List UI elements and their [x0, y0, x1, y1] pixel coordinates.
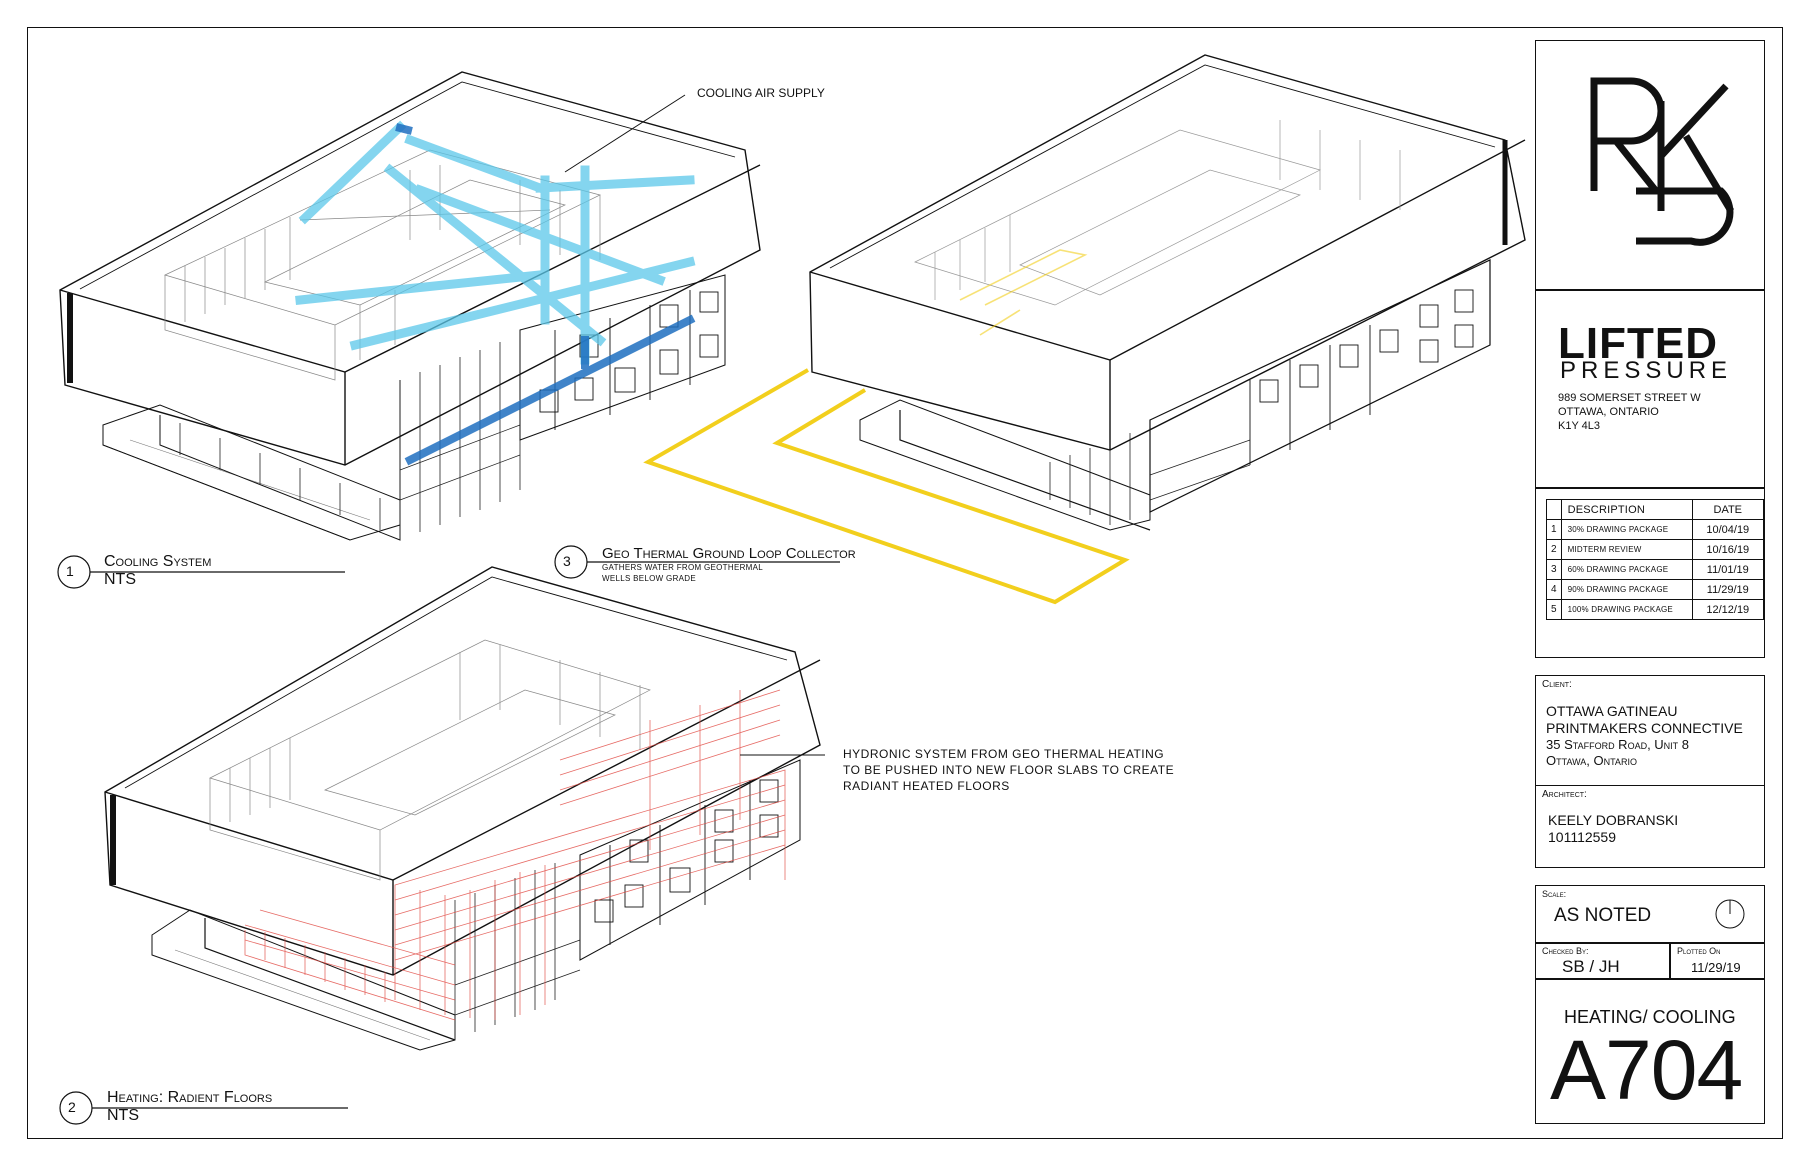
- table-row: 3 60% DRAWING PACKAGE 11/01/19: [1546, 559, 1765, 580]
- plotted-panel: Plotted On 11/29/19: [1670, 943, 1765, 979]
- firm-subname: PRESSURE: [1560, 357, 1733, 384]
- table-row: 4 90% DRAWING PACKAGE 11/29/19: [1546, 579, 1765, 600]
- client-panel: Client: OTTAWA GATINEAU PRINTMAKERS CONN…: [1535, 675, 1765, 787]
- firm-panel: LIFTED PRESSURE 989 SOMERSET STREET W OT…: [1535, 290, 1765, 488]
- view-2-bubble: [59, 1091, 93, 1125]
- table-row: 5 100% DRAWING PACKAGE 12/12/19: [1546, 599, 1765, 620]
- architect-id: 101112559: [1548, 829, 1616, 845]
- view-1-number: 1: [66, 563, 74, 579]
- view-3-number: 3: [563, 553, 571, 569]
- drawing-sheet-border: [27, 27, 1783, 1139]
- view-3-subtitle-line2: WELLS BELOW GRADE: [602, 574, 697, 583]
- client-label: Client:: [1542, 679, 1572, 690]
- hydronic-note-line1: HYDRONIC SYSTEM FROM GEO THERMAL HEATING: [843, 747, 1165, 761]
- client-line2: PRINTMAKERS CONNECTIVE: [1546, 720, 1743, 736]
- building-geothermal: [643, 54, 1526, 605]
- architect-name: KEELY DOBRANSKI: [1548, 812, 1679, 828]
- hydronic-note-line2: TO BE PUSHED INTO NEW FLOOR SLABS TO CRE…: [843, 763, 1175, 777]
- scale-label: Scale:: [1542, 889, 1567, 899]
- rk-monogram-logo: [1590, 77, 1735, 246]
- client-line4: Ottawa, Ontario: [1546, 753, 1637, 768]
- isometric-drawings: [57, 54, 1526, 1125]
- building-heating-radiant-floors: [104, 566, 825, 1051]
- revision-table: DESCRIPTION DATE 1 30% DRAWING PACKAGE 1…: [1546, 499, 1765, 620]
- cooling-air-supply-note: COOLING AIR SUPPLY: [697, 86, 825, 100]
- revision-header-date: DATE: [1691, 499, 1765, 520]
- checked-value: SB / JH: [1562, 957, 1620, 976]
- table-row: 2 MIDTERM REVIEW 10/16/19: [1546, 539, 1765, 560]
- revision-panel: DESCRIPTION DATE 1 30% DRAWING PACKAGE 1…: [1535, 488, 1765, 658]
- view-2-number: 2: [68, 1099, 76, 1115]
- client-line3: 35 Stafford Road, Unit 8: [1546, 737, 1690, 752]
- view-3-title: Geo Thermal Ground Loop Collector: [602, 545, 856, 562]
- architect-panel: Architect: KEELY DOBRANSKI 101112559: [1535, 785, 1765, 868]
- view-1-title: Cooling System: [104, 553, 212, 570]
- view-2-title: Heating: Radient Floors: [107, 1089, 273, 1106]
- revision-header-description: DESCRIPTION: [1560, 499, 1693, 520]
- firm-name: LIFTED: [1558, 319, 1718, 368]
- view-3-bubble: [554, 545, 588, 579]
- sheet-title-panel: HEATING/ COOLING A704: [1535, 979, 1765, 1124]
- firm-address-line2: OTTAWA, ONTARIO: [1558, 406, 1659, 418]
- hydronic-note-line3: RADIANT HEATED FLOORS: [843, 779, 1010, 793]
- view-1-scale: NTS: [104, 571, 136, 588]
- client-line1: OTTAWA GATINEAU: [1546, 703, 1678, 719]
- architect-label: Architect:: [1542, 789, 1587, 800]
- building-cooling-system: [59, 71, 761, 541]
- plotted-label: Plotted On: [1677, 946, 1721, 956]
- view-1-bubble: [57, 555, 91, 589]
- table-row: 1 30% DRAWING PACKAGE 10/04/19: [1546, 519, 1765, 540]
- scale-panel: Scale: AS NOTED: [1535, 885, 1765, 943]
- north-arrow-icon: [1715, 899, 1745, 929]
- sheet-title: HEATING/ COOLING: [1564, 1007, 1736, 1027]
- logo-panel: [1535, 40, 1765, 290]
- checked-label: Checked By:: [1542, 946, 1589, 956]
- plotted-value: 11/29/19: [1691, 960, 1741, 975]
- sheet-number: A704: [1550, 1023, 1743, 1117]
- checked-panel: Checked By: SB / JH: [1535, 943, 1670, 979]
- firm-address-line3: K1Y 4L3: [1558, 420, 1601, 432]
- scale-value: AS NOTED: [1554, 905, 1652, 926]
- view-3-subtitle-line1: GATHERS WATER FROM GEOTHERMAL: [602, 563, 764, 572]
- view-2-scale: NTS: [107, 1107, 139, 1124]
- firm-address-line1: 989 SOMERSET STREET W: [1558, 392, 1701, 404]
